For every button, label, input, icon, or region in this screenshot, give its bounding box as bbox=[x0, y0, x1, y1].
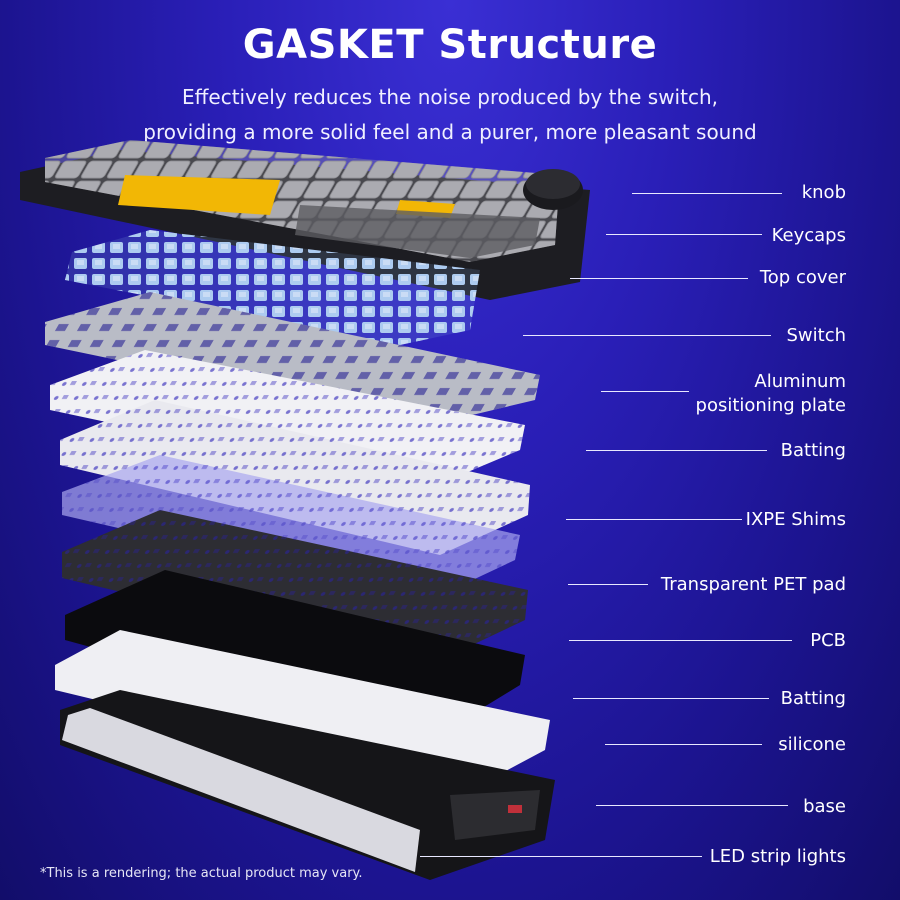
led-strip bbox=[62, 708, 420, 872]
page-title: GASKET Structure bbox=[242, 22, 658, 68]
leader-line-pet-pad bbox=[568, 584, 648, 585]
label-keycaps: Keycaps bbox=[771, 225, 846, 246]
footnote: *This is a rendering; the actual product… bbox=[40, 866, 363, 881]
batting-layer-1 bbox=[50, 350, 525, 490]
leader-line-batting-1 bbox=[586, 450, 767, 451]
leader-line-keycaps bbox=[606, 234, 762, 235]
leader-line-pcb bbox=[569, 640, 792, 641]
label-pet-pad: Transparent PET pad bbox=[660, 574, 846, 595]
label-led-strip: LED strip lights bbox=[709, 846, 846, 867]
label-silicone: silicone bbox=[778, 734, 846, 755]
leader-line-led-strip bbox=[420, 856, 702, 857]
leader-line-ixpe-shims bbox=[566, 519, 742, 520]
yellow-accent-keys bbox=[118, 175, 280, 215]
label-ixpe-shims: IXPE Shims bbox=[745, 509, 846, 530]
pcb-layer bbox=[62, 510, 528, 665]
leader-line-batting-2 bbox=[573, 698, 769, 699]
keyboard-top-assembly bbox=[20, 140, 590, 300]
leader-line-top-cover bbox=[570, 278, 748, 279]
leader-line-aluminum-plate bbox=[601, 391, 689, 392]
leader-line-silicone bbox=[605, 744, 762, 745]
label-base: base bbox=[803, 796, 846, 817]
label-batting-1: Batting bbox=[780, 440, 846, 461]
switch-layer bbox=[65, 230, 480, 345]
label-batting-2: Batting bbox=[780, 688, 846, 709]
leader-line-switch bbox=[523, 335, 771, 336]
label-switch: Switch bbox=[786, 325, 846, 346]
label-knob: knob bbox=[801, 182, 846, 203]
label-aluminum-plate: Aluminum positioning plate bbox=[695, 371, 846, 416]
label-pcb: PCB bbox=[810, 630, 846, 651]
label-top-cover: Top cover bbox=[759, 267, 846, 288]
aluminum-plate bbox=[45, 292, 540, 425]
leader-line-knob bbox=[632, 193, 782, 194]
leader-line-base bbox=[596, 805, 788, 806]
subtitle-line-2: providing a more solid feel and a purer,… bbox=[143, 120, 757, 144]
base-layer bbox=[60, 690, 555, 880]
subtitle-line-1: Effectively reduces the noise produced b… bbox=[182, 85, 718, 109]
